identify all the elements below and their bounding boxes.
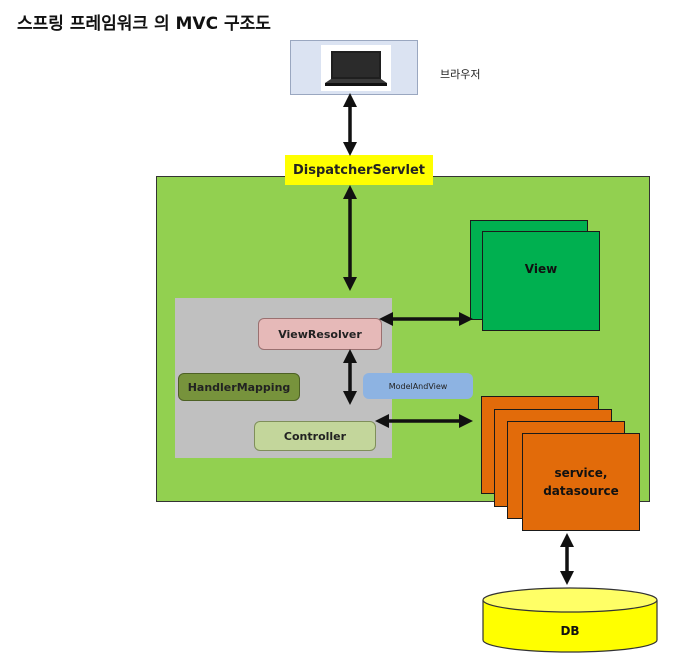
db-label: DB xyxy=(560,624,580,638)
model-and-view: ModelAndView xyxy=(363,373,473,399)
view-card-front xyxy=(482,231,600,331)
service-label: service, datasource xyxy=(522,464,640,500)
browser-label: 브라우저 xyxy=(440,68,481,81)
laptop-icon xyxy=(325,51,387,86)
handler-mapping: HandlerMapping xyxy=(178,373,300,401)
dispatcher-servlet: DispatcherServlet xyxy=(285,155,433,185)
service-label-line1: service, xyxy=(554,466,608,480)
view-resolver: ViewResolver xyxy=(258,318,382,350)
page-title: 스프링 프레임워크 의 MVC 구조도 xyxy=(17,14,271,34)
controller: Controller xyxy=(254,421,376,451)
view-label: View xyxy=(524,262,558,276)
service-card-front xyxy=(522,433,640,531)
service-label-line2: datasource xyxy=(543,484,619,498)
browser-box xyxy=(290,40,418,95)
db-cylinder xyxy=(482,587,658,653)
